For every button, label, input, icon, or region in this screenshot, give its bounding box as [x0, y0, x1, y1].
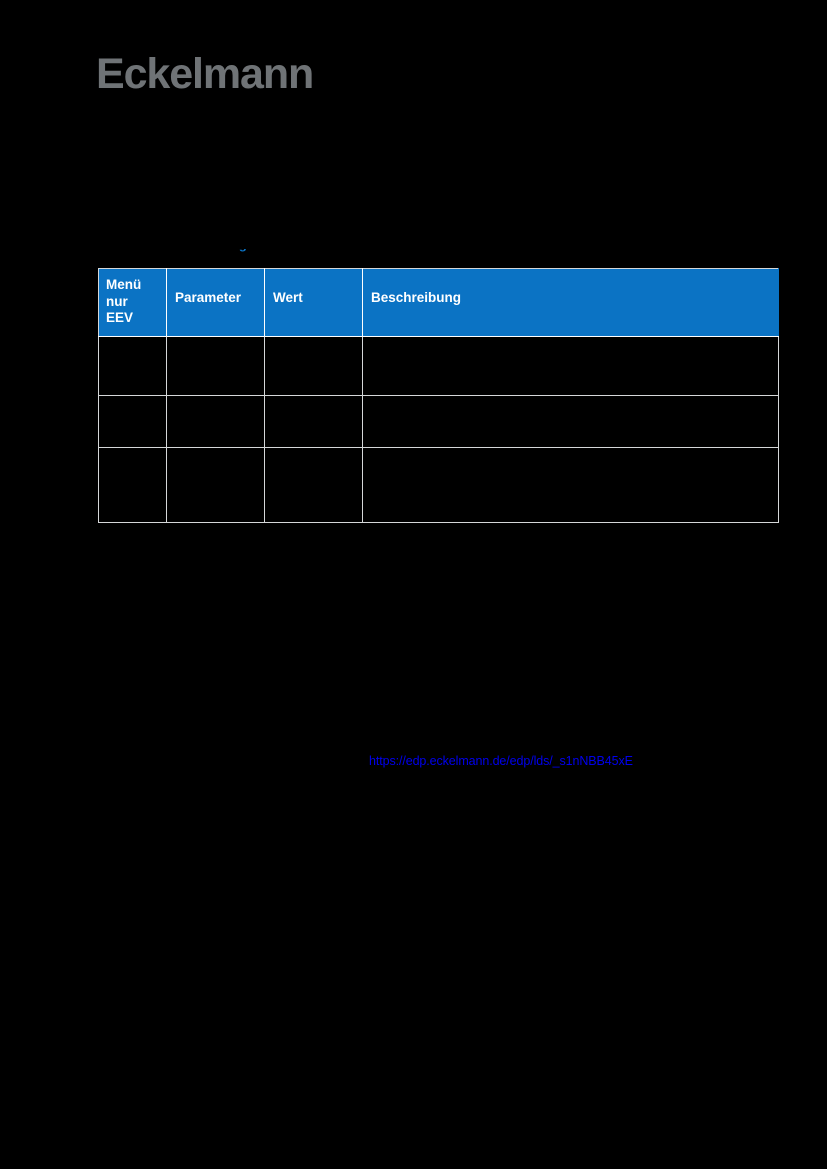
- column-header-menu-line2: nur: [106, 293, 128, 309]
- parameter-table-body: [98, 336, 779, 523]
- parameter-table: Menü nur EEV Parameter Wert Beschreibung: [98, 268, 779, 524]
- cell-parameter: [166, 336, 265, 397]
- table-row: [98, 336, 779, 397]
- clipped-section-heading: Parameterbeschreibung: [98, 249, 778, 263]
- column-header-parameter: Parameter: [166, 268, 265, 338]
- eckelmann-logo: Eckelmann: [96, 50, 314, 98]
- column-header-wert: Wert: [264, 268, 363, 338]
- cell-wert: [264, 447, 363, 523]
- column-header-menu-line3: EEV: [106, 310, 134, 326]
- parameter-table-container: Menü nur EEV Parameter Wert Beschreibung: [98, 268, 779, 524]
- table-row: [98, 447, 779, 523]
- column-header-menu-nur-eev: Menü nur EEV: [98, 268, 167, 338]
- cell-beschreibung: [362, 447, 779, 523]
- cell-beschreibung: [362, 336, 779, 397]
- cell-parameter: [166, 447, 265, 523]
- cell-menu: [98, 395, 167, 449]
- parameter-table-head: Menü nur EEV Parameter Wert Beschreibung: [98, 268, 779, 338]
- table-header-row: Menü nur EEV Parameter Wert Beschreibung: [98, 268, 779, 338]
- clipped-section-heading-text: Parameterbeschreibung: [98, 249, 247, 251]
- table-row: [98, 395, 779, 449]
- column-header-menu-line1: Menü: [106, 277, 142, 292]
- cell-beschreibung: [362, 395, 779, 449]
- cell-menu: [98, 447, 167, 523]
- cell-wert: [264, 395, 363, 449]
- cell-parameter: [166, 395, 265, 449]
- cell-wert: [264, 336, 363, 397]
- cell-menu: [98, 336, 167, 397]
- document-source-link[interactable]: https://edp.eckelmann.de/edp/lds/_s1nNBB…: [369, 754, 633, 768]
- column-header-beschreibung: Beschreibung: [362, 268, 779, 338]
